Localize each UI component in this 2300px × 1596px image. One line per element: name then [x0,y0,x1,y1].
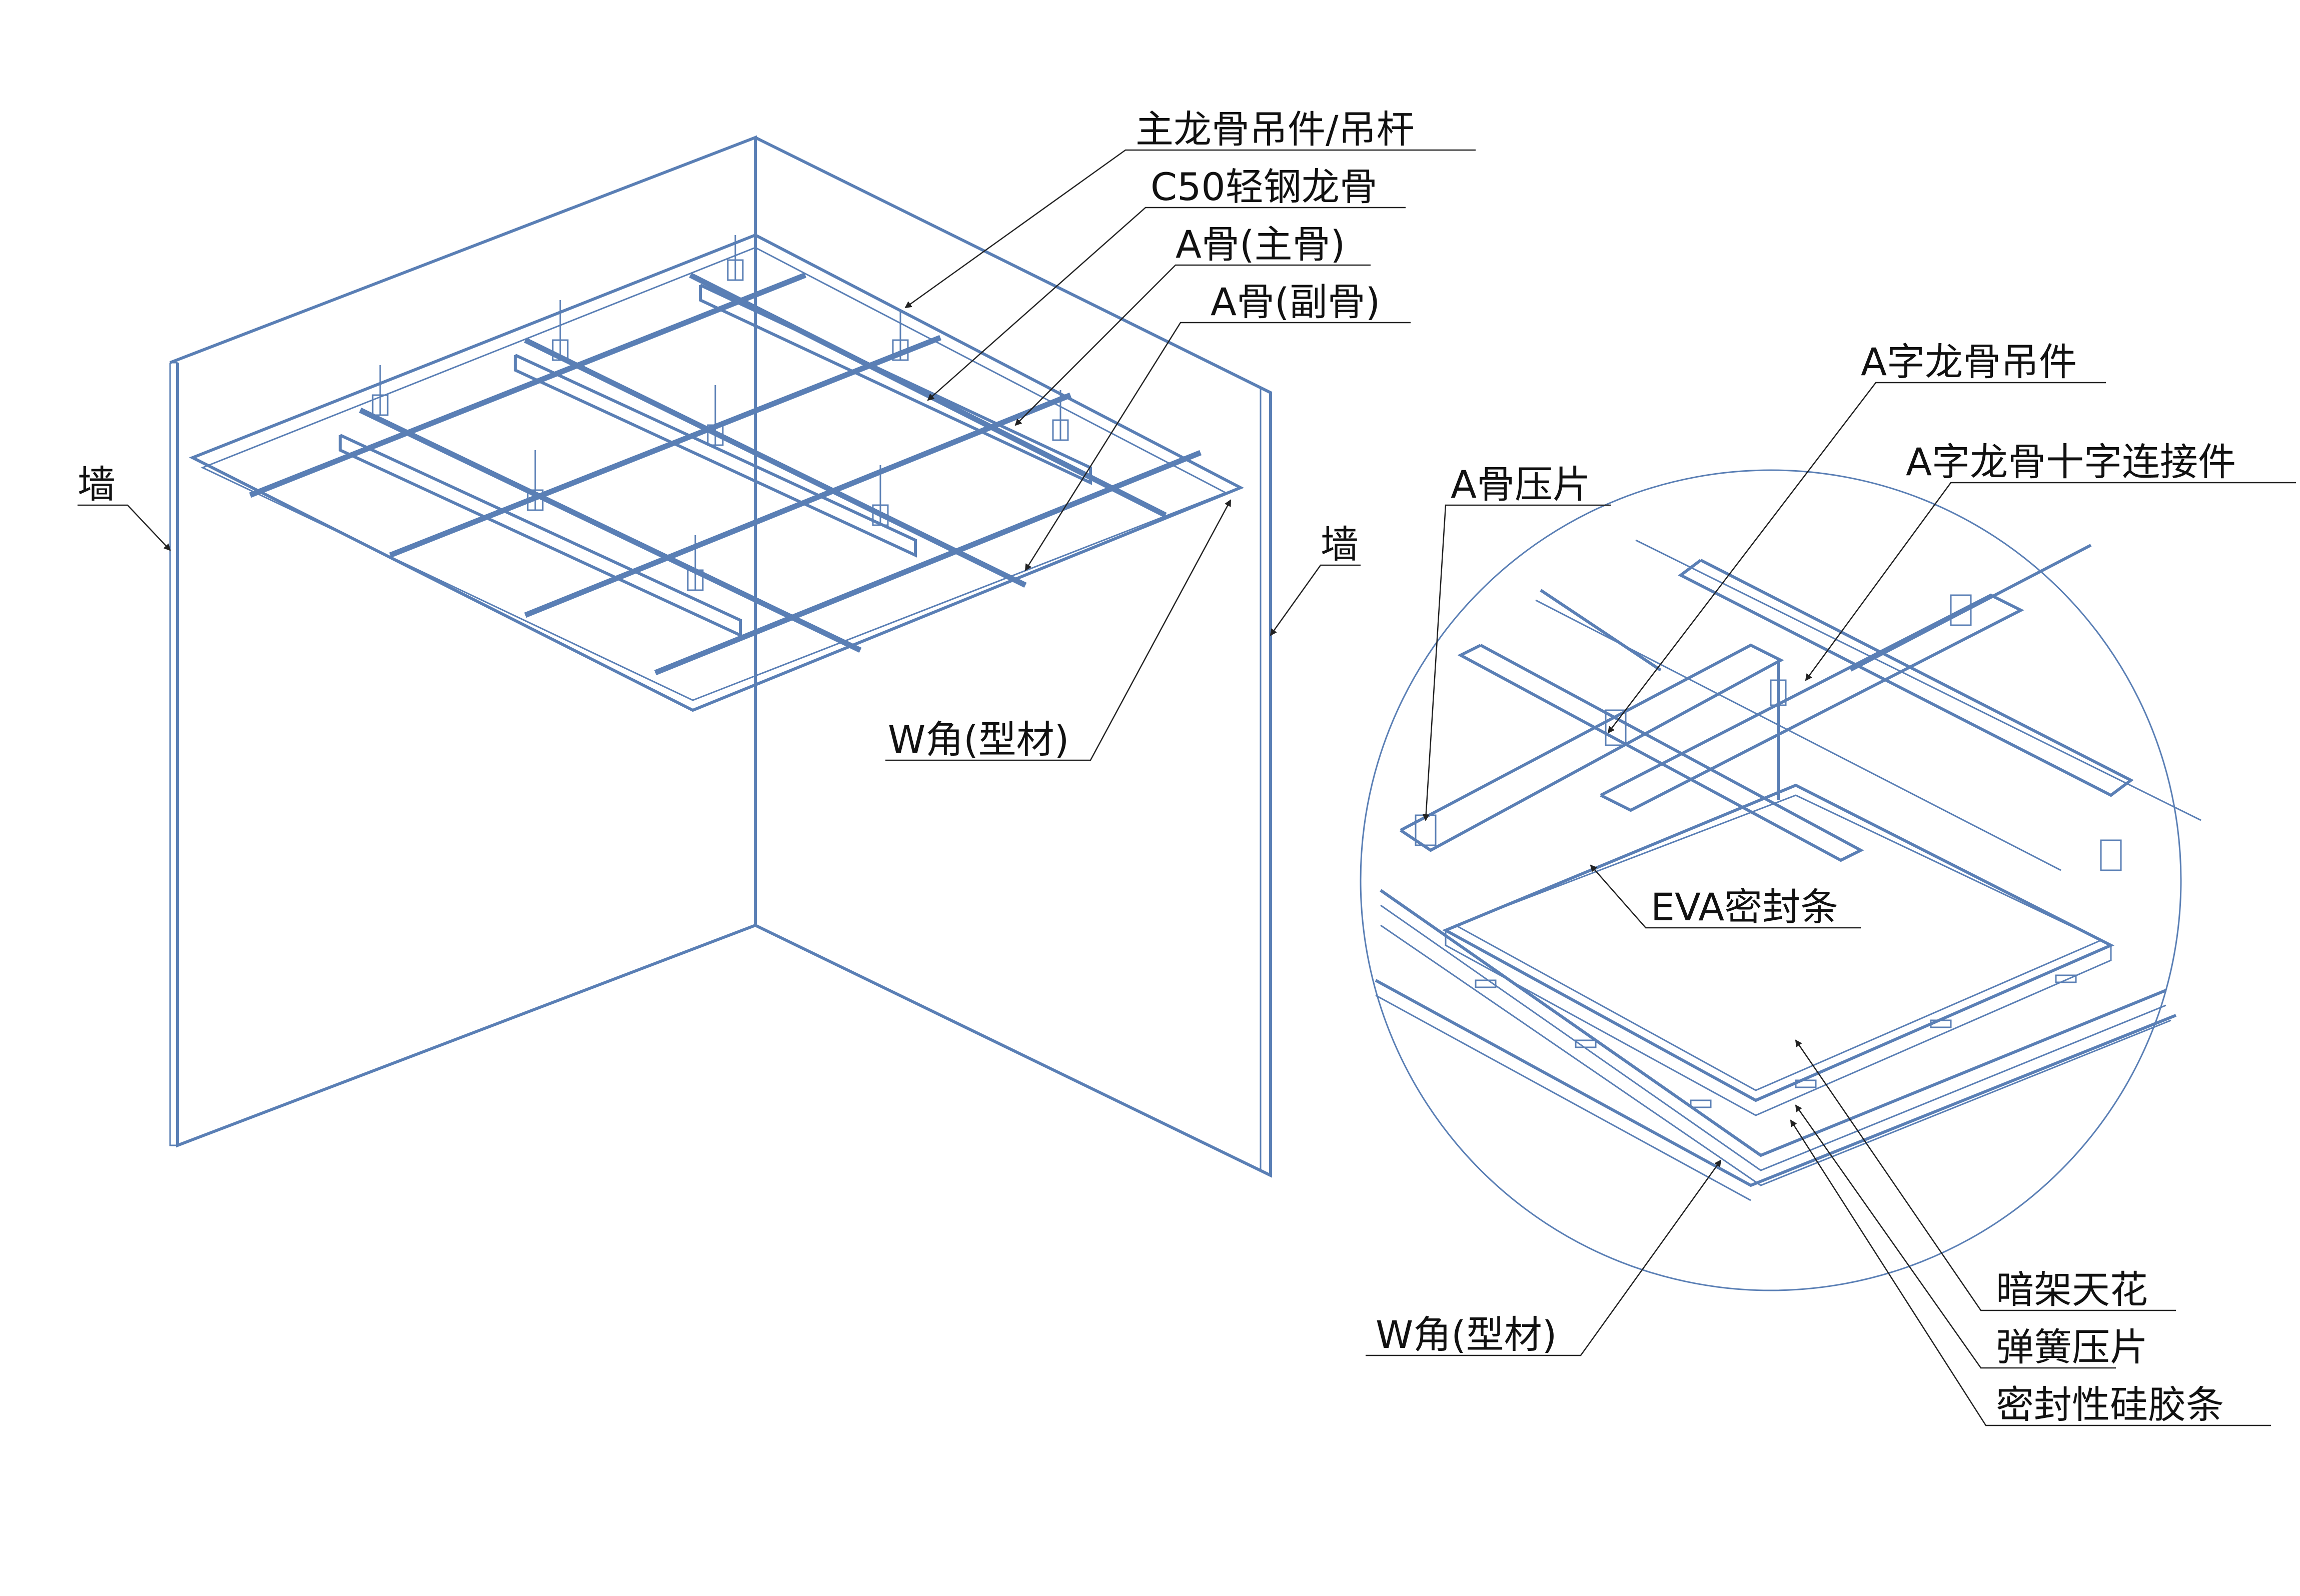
right-wall [754,136,1272,1178]
hanger-rods [372,235,1069,591]
callout-labels: 主龙骨吊件/吊杆 C50轻钢龙骨 A骨(主骨) A骨(副骨) 墙 墙 W角(型材… [78,107,2236,1427]
label-a-cross-connector: A字龙骨十字连接件 [1906,440,2236,484]
left-wall [169,135,757,1148]
label-w-angle-left: W角(型材) [888,717,1069,762]
detail-circle-outline [1360,469,2182,1291]
label-concealed-ceiling: 暗架天花 [1996,1267,2148,1312]
label-a-main-bone: A骨(主骨) [1176,222,1345,267]
label-main-hanger: 主龙骨吊件/吊杆 [1135,107,1415,152]
label-w-angle-right: W角(型材) [1376,1312,1557,1357]
label-c50-keel: C50轻钢龙骨 [1151,165,1378,209]
label-wall-right: 墙 [1321,522,1359,567]
label-eva-seal: EVA密封条 [1651,885,1838,929]
label-silicone-strip: 密封性硅胶条 [1996,1382,2224,1427]
detail-a-bone-grid [1400,539,2201,871]
label-a-sub-bone: A骨(副骨) [1211,280,1380,324]
label-a-press: A骨压片 [1451,462,1591,507]
room-corner-view [169,135,1272,1178]
label-spring-clip: 弹簧压片 [1996,1325,2148,1369]
leader-lines [78,149,2296,1426]
detail-circle-view [1360,469,2201,1291]
ceiling-grid [189,233,1245,712]
spring-clips [1475,974,2077,1108]
label-a-hanger: A字龙骨吊件 [1861,340,2077,384]
label-wall-left: 墙 [78,462,116,507]
